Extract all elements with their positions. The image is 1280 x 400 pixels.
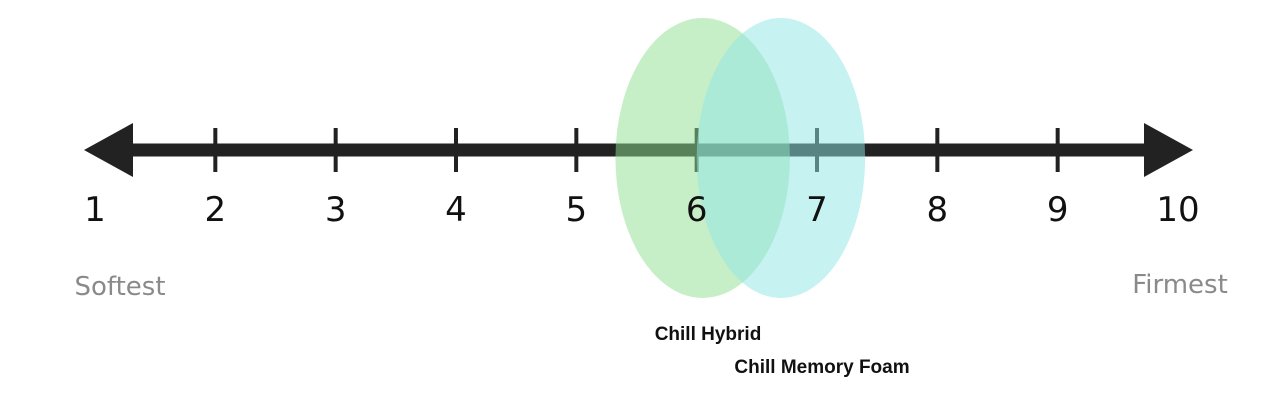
min-label: Softest [74, 272, 165, 302]
tick-label: 6 [686, 190, 708, 230]
tick-label: 2 [205, 190, 227, 230]
series-label-1: Chill Hybrid [655, 324, 762, 345]
tick-label: 1 [84, 190, 106, 230]
tick-label: 7 [806, 190, 828, 230]
tick-label: 10 [1156, 190, 1199, 230]
tick-label: 5 [566, 190, 588, 230]
max-label: Firmest [1132, 270, 1228, 300]
tick-label: 8 [927, 190, 949, 230]
arrow-right-icon [1144, 123, 1193, 177]
tick-label: 4 [445, 190, 467, 230]
tick-label: 9 [1047, 190, 1069, 230]
series-layer [615, 18, 866, 298]
tick-label: 3 [325, 190, 347, 230]
series-ellipse-2 [696, 18, 866, 298]
series-label-2: Chill Memory Foam [734, 357, 909, 378]
arrow-left-icon [84, 123, 133, 177]
